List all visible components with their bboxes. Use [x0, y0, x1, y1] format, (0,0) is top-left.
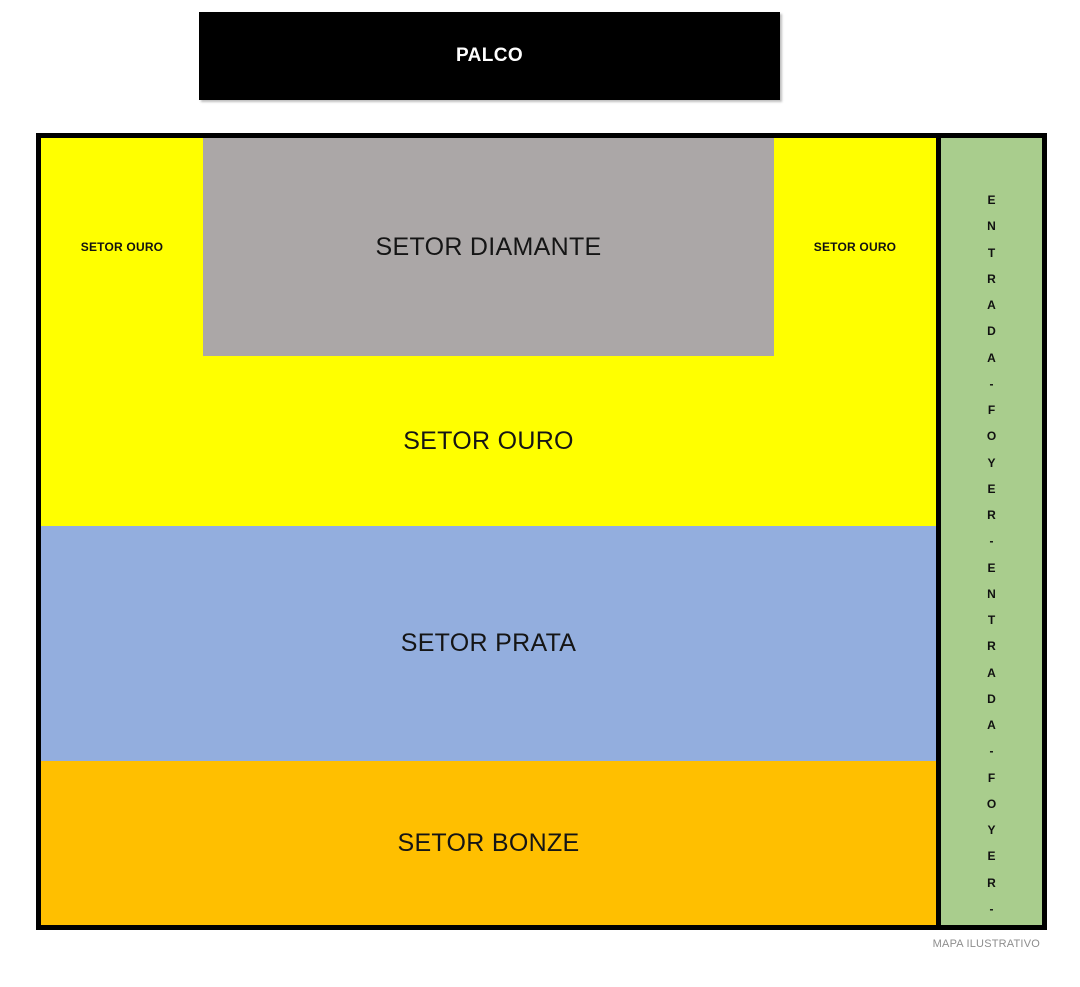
sector-prata[interactable]: SETOR PRATA [41, 526, 936, 761]
stage-palco: PALCO [199, 12, 780, 100]
sector-ouro[interactable]: SETOR OURO [41, 356, 936, 526]
top-band: SETOR OURO SETOR DIAMANTE SETOR OURO [41, 138, 936, 356]
sector-bonze-label: SETOR BONZE [397, 828, 580, 857]
entrance-letter: - [989, 901, 994, 916]
entrance-letter: R [987, 508, 996, 522]
illustrative-map-note: MAPA ILUSTRATIVO [932, 938, 1040, 950]
entrance-letter: - [989, 744, 994, 759]
entrance-letter: R [987, 639, 996, 654]
entrance-letter: A [987, 665, 996, 680]
entrance-letter: E [987, 849, 996, 864]
entrance-letter: T [987, 613, 996, 627]
entrance-letter: D [987, 324, 996, 339]
entrance-letter: Y [987, 823, 996, 837]
sector-bonze[interactable]: SETOR BONZE [41, 761, 936, 925]
venue-map: SETOR OURO SETOR DIAMANTE SETOR OURO SET… [36, 133, 1047, 930]
sector-ouro-right-label: SETOR OURO [813, 240, 897, 254]
entrance-letter: A [987, 718, 996, 732]
entrance-letter: F [987, 403, 996, 417]
entrance-letter: O [986, 429, 997, 444]
sector-ouro-right[interactable]: SETOR OURO [774, 138, 936, 356]
entrance-letter: D [987, 691, 996, 706]
entrance-letter: R [987, 271, 996, 286]
entrance-letter: T [987, 245, 996, 260]
sector-diamante-label: SETOR DIAMANTE [375, 232, 602, 261]
entrance-letter: N [987, 586, 996, 601]
sector-prata-label: SETOR PRATA [400, 629, 577, 657]
entrance-letter: A [987, 298, 996, 312]
stage-label: PALCO [455, 45, 524, 66]
sector-diamante[interactable]: SETOR DIAMANTE [203, 138, 774, 356]
entrance-letter: F [987, 770, 996, 785]
entrance-letter: Y [987, 455, 996, 470]
entrance-letter: R [987, 875, 996, 890]
sector-ouro-left[interactable]: SETOR OURO [41, 138, 203, 356]
sector-ouro-left-label: SETOR OURO [80, 240, 164, 254]
entrance-letter: - [989, 534, 994, 549]
entrance-letter: E [987, 560, 996, 575]
entrance-letter: - [989, 376, 994, 391]
entrance-letter: N [987, 219, 996, 234]
entrance-letter: E [987, 481, 996, 496]
seating-area: SETOR OURO SETOR DIAMANTE SETOR OURO SET… [41, 138, 936, 925]
sector-ouro-label: SETOR OURO [403, 426, 574, 455]
entrance-letter: O [986, 796, 997, 811]
entrance-letter: E [987, 193, 996, 207]
entrance-letter: A [987, 350, 996, 365]
